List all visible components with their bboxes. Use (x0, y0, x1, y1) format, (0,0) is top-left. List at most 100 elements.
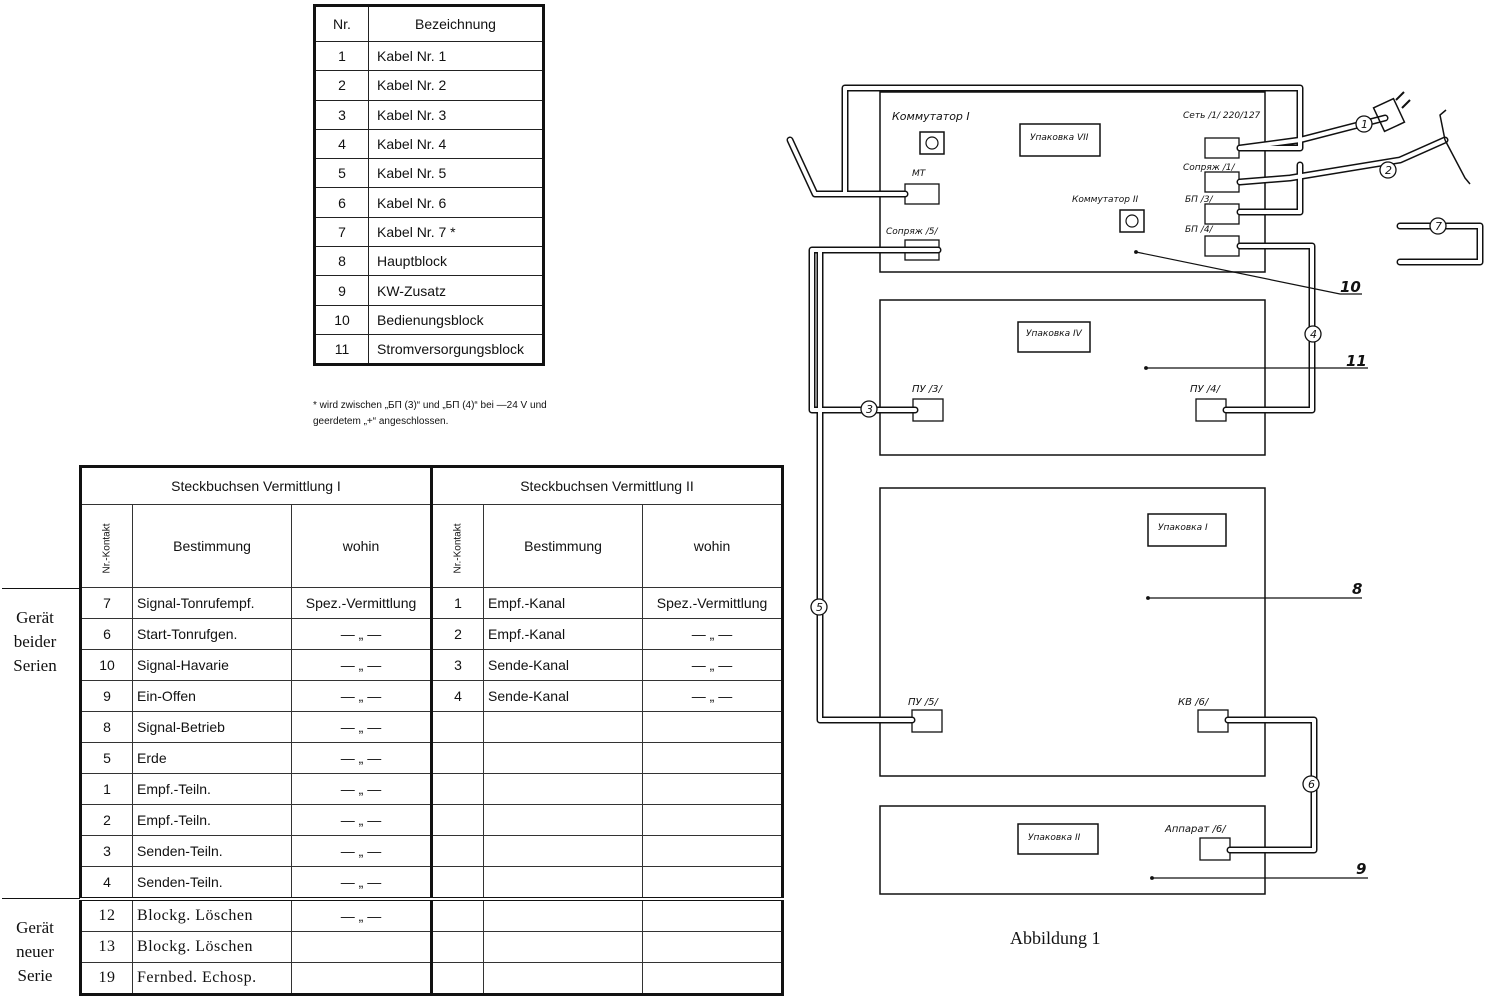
contact-wohin-1 (291, 962, 432, 995)
part-nr: 4 (314, 128, 369, 160)
contact-wohin-1: — „ — (291, 804, 432, 836)
part-name: Kabel Nr. 4 (368, 128, 544, 160)
side-divider-top (2, 588, 80, 589)
contact-bestimmung-2: Empf.-Kanal (483, 587, 644, 619)
cable-circle-3: 3 (860, 400, 878, 418)
part-nr: 3 (314, 99, 369, 130)
contact-wohin-1: — „ — (291, 866, 432, 900)
socket-soprj-1 (1204, 171, 1240, 193)
socket-bp-3 (1204, 203, 1240, 225)
contact-wohin-1: — „ — (291, 618, 432, 650)
contact-wohin-2 (642, 835, 783, 867)
contact-nr-2 (429, 931, 485, 963)
contact-bestimmung-1: Signal-Havarie (132, 649, 293, 681)
contact-nr-2 (429, 711, 485, 743)
upakovka-4-plate: Упаковка IV (1017, 321, 1091, 353)
label-kv-6: КВ /6/ (1178, 697, 1210, 708)
socket-kv-6 (1197, 709, 1229, 733)
col-wohin-1: wohin (291, 504, 432, 588)
label-kommutator-2: Коммутатор II (1072, 195, 1139, 205)
contact-wohin-1: Spez.-Vermittlung (291, 587, 432, 619)
part-nr: 10 (314, 304, 369, 335)
col-wohin-2: wohin (642, 504, 783, 588)
contact-bestimmung-2 (483, 897, 644, 932)
block-10-stromversorgung: Коммутатор I Упаковка VII Сеть /1/ 220/1… (879, 91, 1266, 273)
contact-wohin-2 (642, 804, 783, 836)
contact-nr-1: 10 (79, 649, 134, 681)
side-label-beider-serien: Gerät beider Serien (13, 608, 57, 675)
upakovka-2-plate: Упаковка II (1017, 823, 1099, 855)
label-upakovka-7: Упаковка VII (1030, 133, 1089, 143)
contact-nr-1: 4 (79, 866, 134, 900)
part-nr: 8 (314, 246, 369, 277)
label-kommutator-1: Коммутатор I (892, 110, 970, 123)
label-bp-3: БП /3/ (1185, 195, 1214, 205)
contact-bestimmung-1: Senden-Teiln. (132, 866, 293, 900)
contact-bestimmung-2 (483, 931, 644, 963)
contact-nr-2: 1 (429, 587, 485, 619)
part-name: Kabel Nr. 1 (368, 40, 544, 72)
cable-circle-2: 2 (1379, 161, 1397, 179)
label-soprj-5: Сопряж /5/ (886, 227, 939, 237)
contact-wohin-1: — „ — (291, 649, 432, 681)
cable-number-circles: 1 2 3 4 5 6 7 (810, 115, 1447, 793)
part-name: Stromversorgungsblock (368, 333, 544, 366)
contact-nr-2: 2 (429, 618, 485, 650)
label-upakovka-2: Упаковка II (1028, 833, 1081, 843)
part-name: Kabel Nr. 6 (368, 187, 544, 218)
kommutator-1-switch (919, 131, 945, 155)
socket-set (1204, 137, 1240, 159)
col-bestimmung-1: Bestimmung (132, 504, 293, 588)
parts-footnote: * wird zwischen „БП (3)“ und „БП (4)“ be… (313, 400, 547, 427)
svg-text:3: 3 (866, 403, 873, 416)
svg-text:7: 7 (1435, 220, 1442, 233)
socket-pu-3 (912, 398, 944, 422)
block-11-bedienung: Упаковка IV ПУ /3/ ПУ /4/ (879, 299, 1266, 456)
contact-bestimmung-2 (483, 804, 644, 836)
cable-circle-4: 4 (1304, 325, 1322, 343)
contact-wohin-2: — „ — (642, 649, 783, 681)
cable-circle-7: 7 (1429, 217, 1447, 235)
contact-nr-1: 13 (79, 931, 134, 963)
contact-wohin-2 (642, 897, 783, 932)
part-name: Kabel Nr. 7 * (368, 216, 544, 248)
contact-nr-1: 5 (79, 742, 134, 774)
part-nr: 6 (314, 187, 369, 218)
contact-wohin-1: — „ — (291, 897, 432, 932)
side-divider-bottom (2, 898, 80, 899)
contact-bestimmung-2: Sende-Kanal (483, 649, 644, 681)
contact-nr-2 (429, 804, 485, 836)
contact-nr-2 (429, 897, 485, 932)
label-pu-4: ПУ /4/ (1190, 384, 1222, 395)
contact-wohin-1 (291, 931, 432, 963)
part-nr: 2 (314, 70, 369, 101)
contact-wohin-2: — „ — (642, 618, 783, 650)
contact-nr-2: 3 (429, 649, 485, 681)
socket-soprj-5 (904, 239, 940, 261)
part-name: Kabel Nr. 5 (368, 158, 544, 189)
kommutator-2-switch (1119, 209, 1145, 233)
svg-text:1: 1 (1361, 118, 1368, 131)
contact-bestimmung-1: Blockg. Löschen (132, 897, 293, 932)
contact-nr-1: 12 (79, 897, 134, 932)
contact-wohin-1: — „ — (291, 711, 432, 743)
contact-nr-2 (429, 835, 485, 867)
col-nr-kontakt-1-label: Nr.-Kontakt (101, 523, 113, 574)
upakovka-1-plate: Упаковка I (1147, 513, 1227, 547)
col-nr-kontakt-2: Nr.-Kontakt (429, 504, 485, 588)
contact-wohin-2 (642, 866, 783, 900)
contact-bestimmung-1: Ein-Offen (132, 680, 293, 712)
cables-inner (788, 86, 1482, 852)
label-soprj-1: Сопряж /1/ (1183, 163, 1236, 173)
